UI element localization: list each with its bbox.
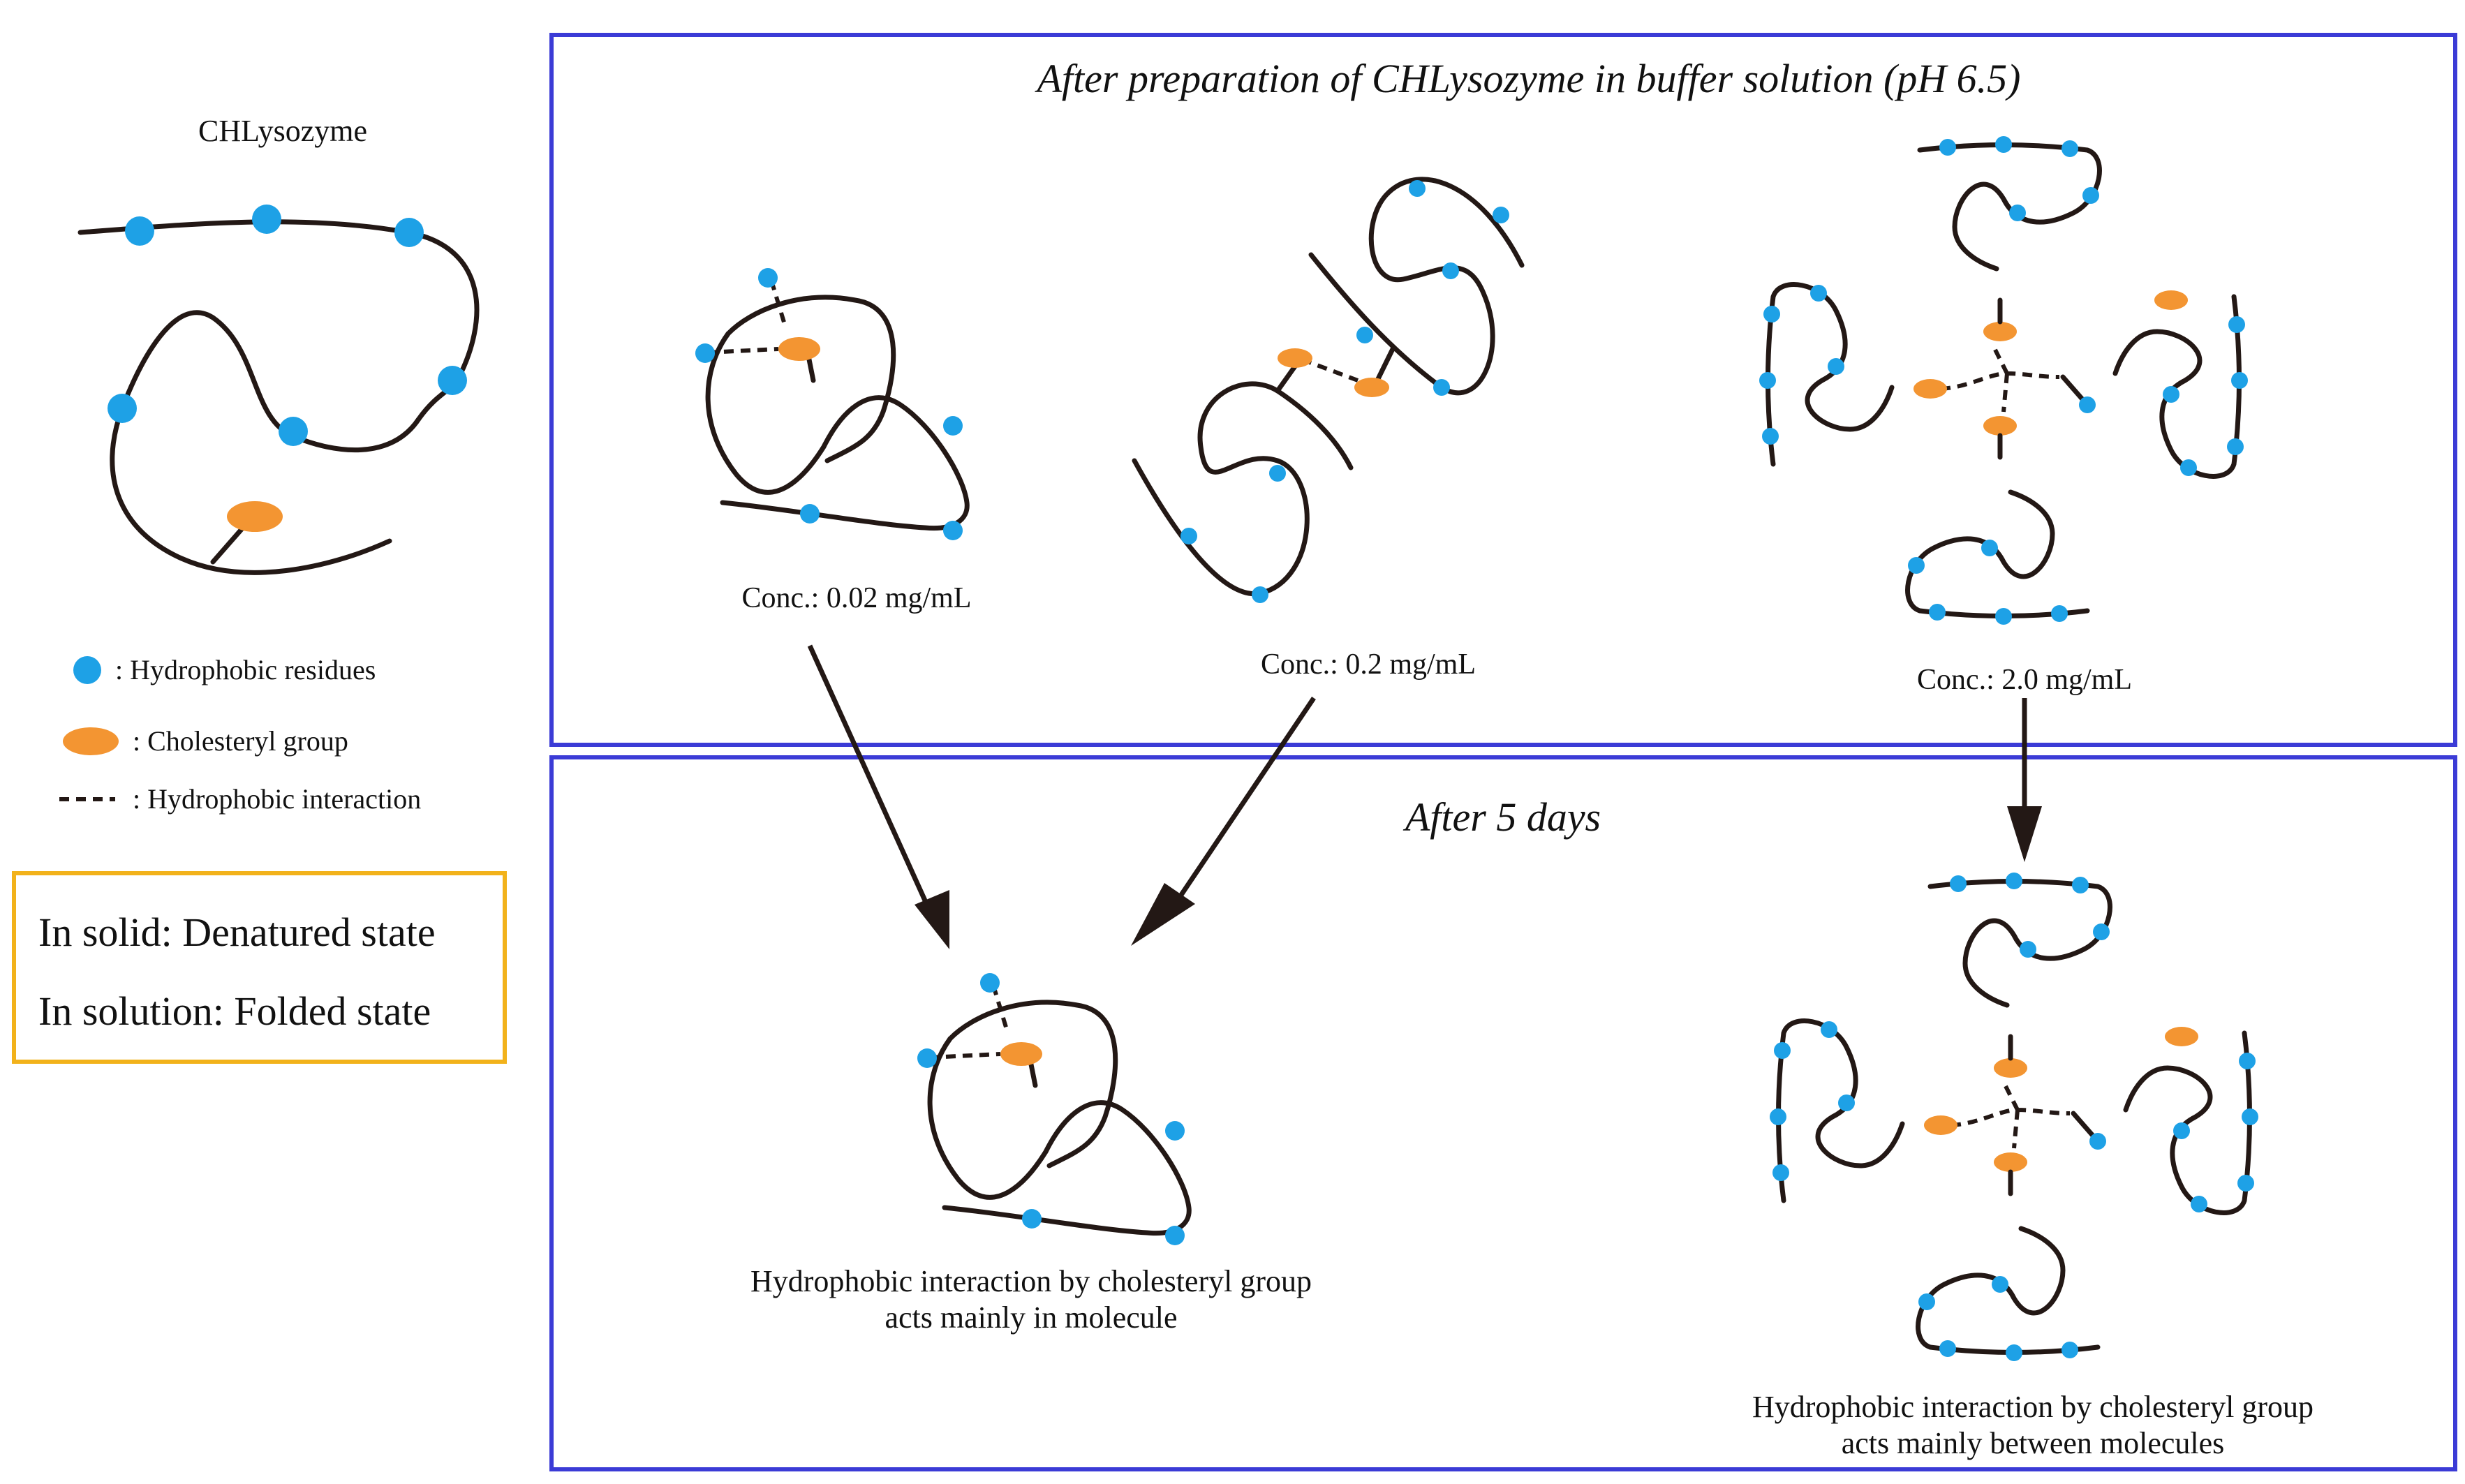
monomer-folded-molecule bbox=[695, 268, 967, 540]
conc-low-label: Conc.: 0.02 mg/mL bbox=[742, 582, 972, 614]
top-panel: After preparation of CHLysozyme in buffe… bbox=[549, 33, 2457, 747]
legend: CHLysozyme : Hydrophobic residues : Chol… bbox=[59, 114, 480, 815]
conc-mid-label: Conc.: 0.2 mg/mL bbox=[1261, 648, 1476, 681]
intramolecular-folded-molecule bbox=[917, 973, 1189, 1245]
dimer-molecules bbox=[1132, 177, 1525, 603]
inter-caption-line1: Hydrophobic interaction by cholesteryl g… bbox=[1752, 1390, 2314, 1424]
aggregate-molecules-top bbox=[1759, 136, 2248, 625]
arrow-high-to-aggregate bbox=[2007, 698, 2042, 862]
legend-hydrophobic-interaction: : Hydrophobic interaction bbox=[133, 783, 421, 815]
aggregate-molecules-bottom bbox=[1770, 873, 2258, 1361]
state-solution: In solution: Folded state bbox=[38, 988, 431, 1034]
bottom-panel: After 5 days Hydrophobic interaction by … bbox=[549, 755, 2457, 1471]
state-solid: In solid: Denatured state bbox=[38, 910, 436, 955]
legend-title: CHLysozyme bbox=[198, 114, 367, 148]
state-box: In solid: Denatured state In solution: F… bbox=[12, 871, 507, 1064]
legend-cholesteryl-group: : Cholesteryl group bbox=[133, 725, 348, 757]
denatured-chlysozyme-chain bbox=[77, 205, 480, 575]
legend-hydrophobic-residues: : Hydrophobic residues bbox=[115, 654, 376, 685]
hydrophobic-residue-icon bbox=[73, 656, 101, 684]
bottom-panel-title: After 5 days bbox=[1402, 794, 1601, 840]
cholesteryl-group-icon bbox=[63, 727, 119, 755]
conc-high-label: Conc.: 2.0 mg/mL bbox=[1917, 664, 2132, 696]
inter-caption-line2: acts mainly between molecules bbox=[1842, 1426, 2225, 1460]
intra-caption-line1: Hydrophobic interaction by cholesteryl g… bbox=[750, 1264, 1312, 1298]
arrow-low-to-folded bbox=[807, 644, 949, 949]
arrow-mid-to-folded bbox=[1131, 697, 1316, 946]
top-panel-title: After preparation of CHLysozyme in buffe… bbox=[1035, 56, 2021, 101]
intra-caption-line2: acts mainly in molecule bbox=[884, 1300, 1177, 1335]
